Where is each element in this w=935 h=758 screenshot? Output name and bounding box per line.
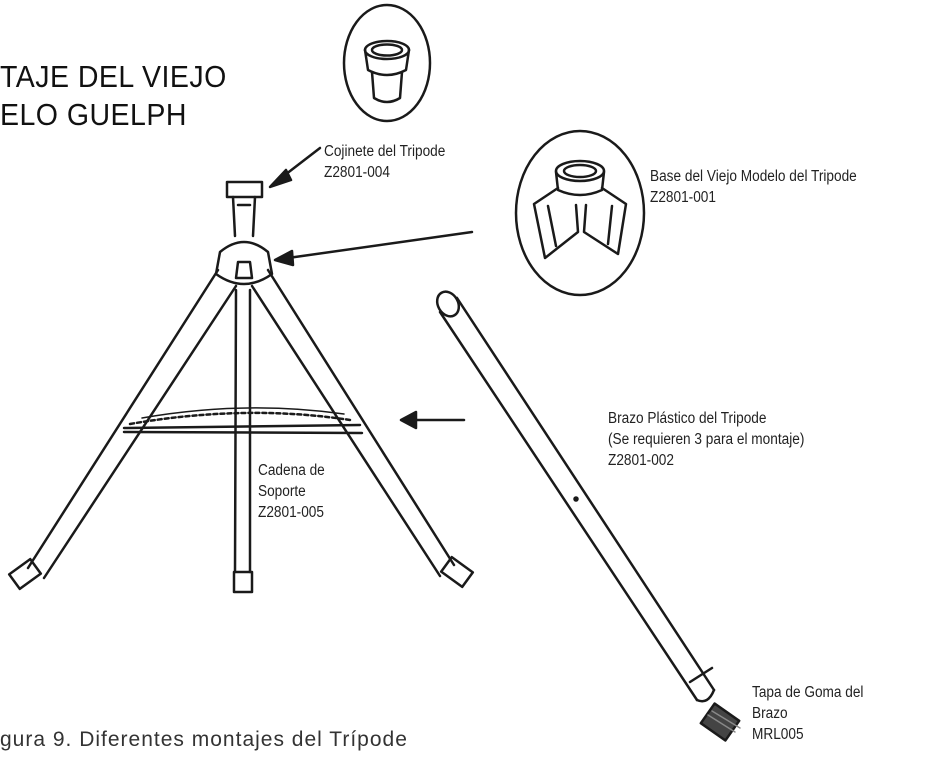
arm-note: (Se requieren 3 para el montaje)	[608, 431, 805, 448]
cap-line-2: Brazo	[752, 705, 788, 722]
bearing-name: Cojinete del Tripode	[324, 143, 446, 160]
title-line-1: TAJE DEL VIEJO	[0, 59, 227, 94]
base-label: Base del Viejo Modelo del Tripode Z2801-…	[650, 166, 857, 208]
tripod-arm-icon	[435, 290, 716, 703]
chain-label: Cadena de Soporte Z2801-005	[258, 460, 325, 523]
arm-label: Brazo Plástico del Tripode (Se requieren…	[608, 408, 804, 471]
rubber-cap-icon	[699, 702, 741, 742]
page-title: TAJE DEL VIEJO ELO GUELPH	[0, 58, 227, 134]
figure-caption: gura 9. Diferentes montajes del Trípode	[0, 728, 408, 751]
base-name: Base del Viejo Modelo del Tripode	[650, 168, 857, 185]
chain-line-2: Soporte	[258, 483, 306, 500]
chain-code: Z2801-005	[258, 504, 324, 521]
base-detail-icon	[514, 129, 646, 297]
cap-label: Tapa de Goma del Brazo MRL005	[752, 682, 863, 745]
bearing-code: Z2801-004	[324, 164, 390, 181]
cap-code: MRL005	[752, 726, 804, 743]
tripod-icon	[7, 180, 475, 594]
cap-line-1: Tapa de Goma del	[752, 684, 864, 701]
arrow-icon	[268, 146, 474, 430]
bearing-label: Cojinete del Tripode Z2801-004	[324, 141, 445, 183]
title-line-2: ELO GUELPH	[0, 97, 187, 132]
chain-line-1: Cadena de	[258, 462, 325, 479]
arm-name: Brazo Plástico del Tripode	[608, 410, 767, 427]
bearing-detail-icon	[342, 3, 432, 123]
arm-code: Z2801-002	[608, 452, 674, 469]
base-code: Z2801-001	[650, 189, 716, 206]
